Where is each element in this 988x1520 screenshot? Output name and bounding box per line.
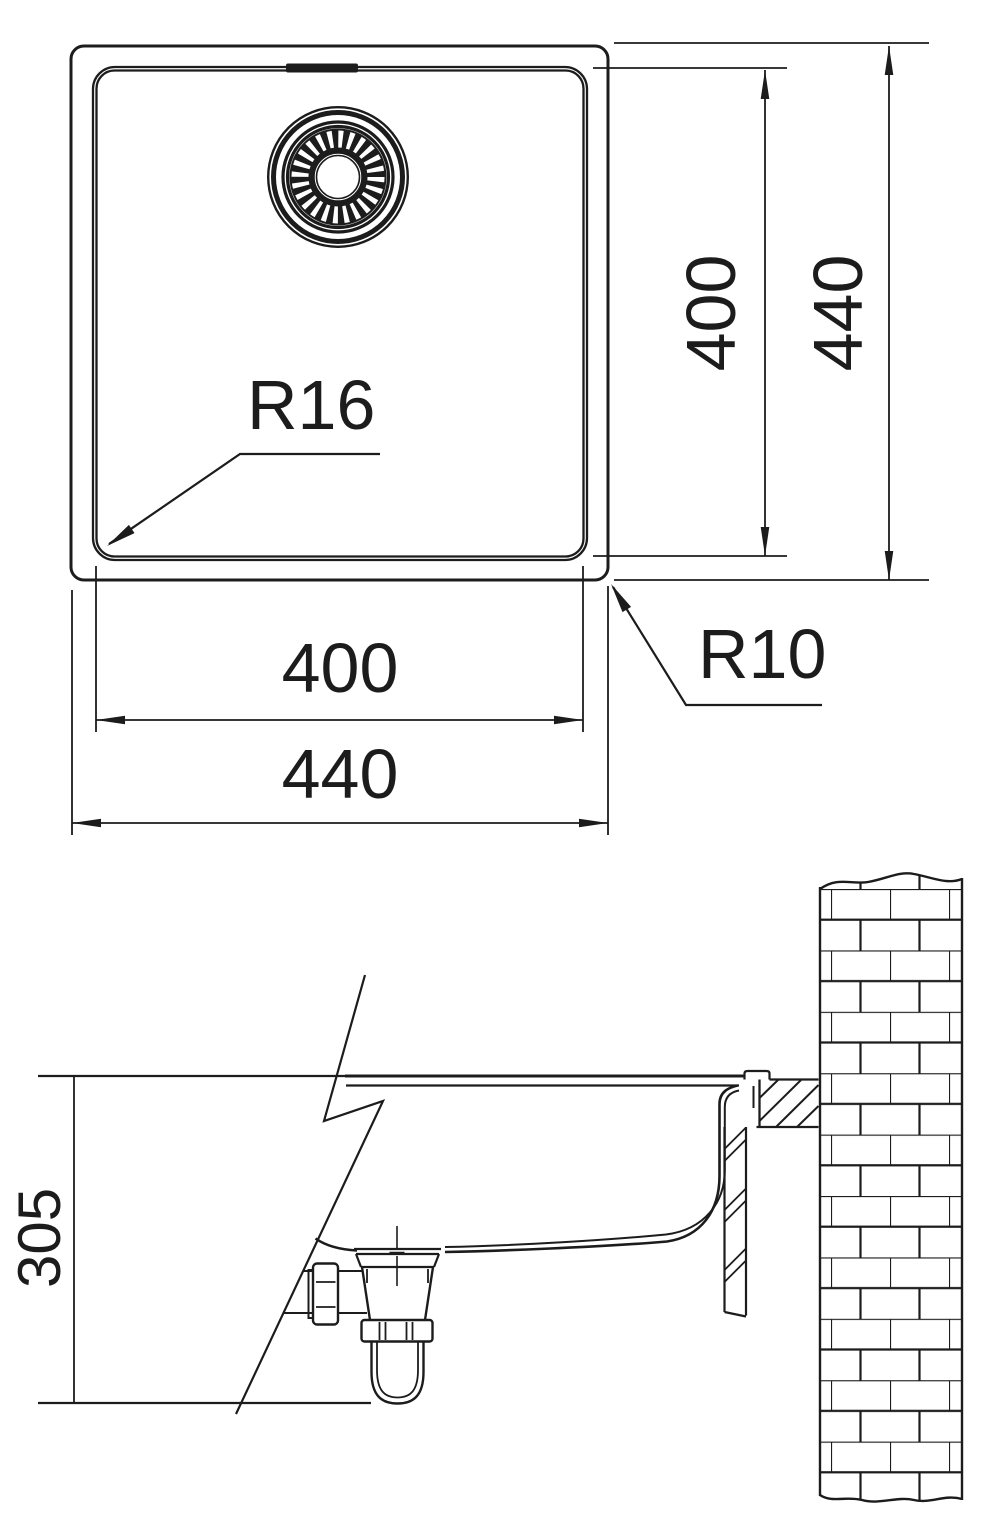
locknut (360, 1318, 434, 1343)
break-line (235, 974, 386, 1415)
countertop-section (756, 1078, 820, 1129)
dim-label-overall-depth: 440 (799, 255, 877, 372)
wall-edges (818, 878, 964, 1500)
drain-assembly (284, 1226, 441, 1405)
arrow-right-icon (579, 818, 608, 828)
sink-section (235, 974, 771, 1415)
dim-label-mounting-depth: 305 (6, 1188, 73, 1288)
dim-label-bowl-width: 400 (282, 629, 399, 707)
arrow-up-icon (884, 46, 894, 75)
panel-hatch (723, 1126, 747, 1283)
arrow-down-icon (760, 527, 770, 556)
flange-underside (366, 1269, 429, 1283)
extension-lines (593, 67, 787, 557)
r10-arrowhead-icon (611, 584, 632, 613)
extension-lines (614, 42, 929, 581)
dimension-mounting-depth: 305 (6, 1076, 75, 1403)
overflow-nut (311, 1262, 340, 1326)
tailpiece-inner (376, 1341, 419, 1399)
tailpiece-outer (370, 1341, 425, 1405)
overflow-nut-slots (316, 1281, 336, 1308)
countertop-hatch (758, 1079, 820, 1128)
dim-label-bowl-depth: 400 (672, 255, 750, 372)
r10-leader-line (612, 586, 822, 707)
wall-top-wave (819, 872, 963, 890)
extension-lines (95, 566, 584, 732)
r16-label: R16 (247, 366, 375, 444)
r10-label: R10 (698, 615, 826, 693)
dimension-bowl-width: 400 (95, 566, 584, 732)
arrow-up-icon (760, 70, 770, 99)
arrow-right-icon (554, 715, 583, 725)
locknut-slots (378, 1322, 414, 1340)
drain-centerline (389, 1226, 405, 1286)
overflow-pipe (284, 1270, 367, 1314)
top-view: R16 R10 400 440 (69, 42, 929, 835)
extension-lines (71, 586, 609, 835)
wall-brick-section (818, 872, 964, 1503)
arrow-left-icon (72, 818, 101, 828)
arrow-down-icon (884, 551, 894, 580)
sink-outer-outline (69, 44, 610, 582)
bowl-wall-inner-line (444, 1089, 740, 1248)
dimension-overall-width: 440 (71, 586, 609, 835)
panel-outline (723, 1127, 748, 1318)
dimension-overall-depth: 440 (614, 42, 929, 581)
dimension-bowl-depth: 400 (593, 67, 787, 557)
wall-bottom-wave (819, 1493, 963, 1503)
bowl-wall-outer-line (444, 1084, 738, 1254)
r16-leader-line (108, 452, 380, 545)
bowl-bottom-left-line (314, 1237, 358, 1252)
arrow-left-icon (96, 715, 125, 725)
cabinet-panel-section (723, 1126, 748, 1318)
side-view: 305 (6, 872, 964, 1503)
countertop-outline (756, 1078, 819, 1129)
brick-pattern (820, 873, 962, 1502)
radius-callout-r10: R10 (611, 584, 826, 707)
r16-arrowhead-icon (107, 524, 135, 546)
drain-strainer-icon (267, 105, 410, 249)
radius-callout-r16: R16 (107, 366, 380, 546)
rim-fixing-clip (743, 1069, 771, 1080)
waste-body-cone (360, 1266, 435, 1321)
overflow-slot (286, 63, 358, 73)
dim-label-overall-width: 440 (282, 735, 399, 813)
